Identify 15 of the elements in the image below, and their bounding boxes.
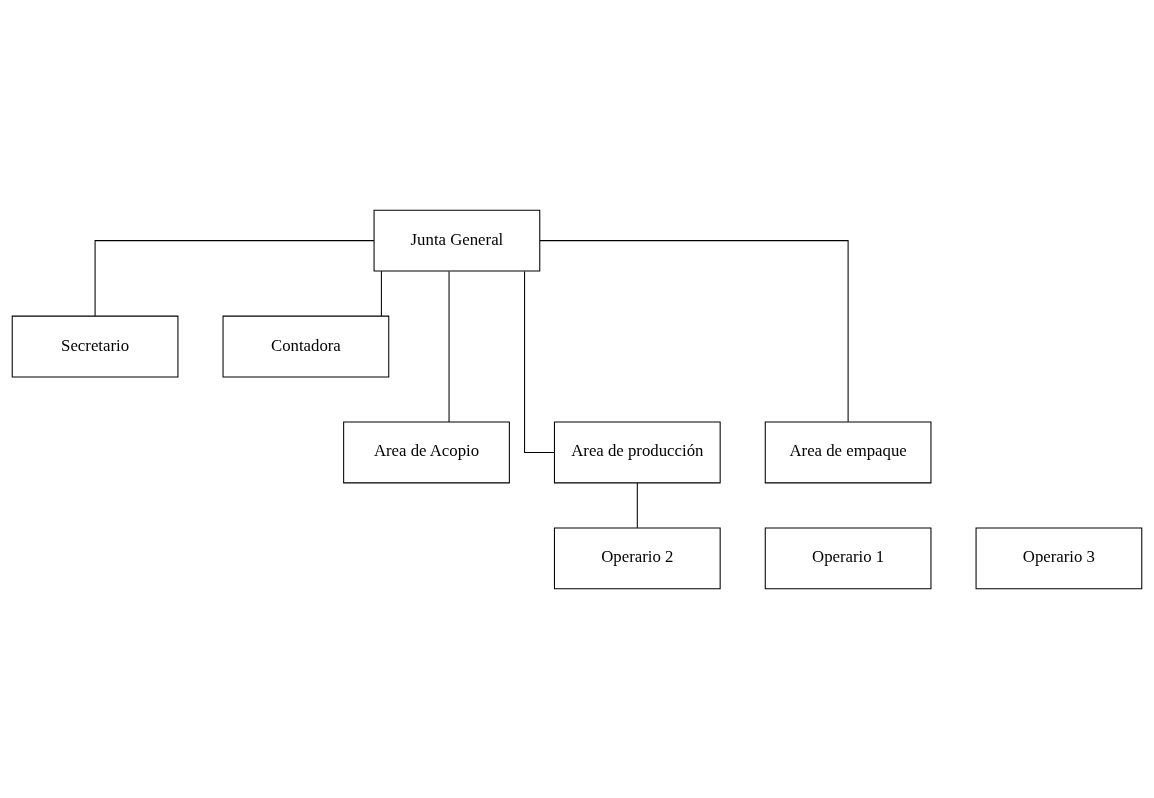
connector [539,239,849,422]
node-box: Operario 3 [975,526,1143,589]
connector [380,270,382,316]
node-box: Area de empaque [764,421,932,483]
node-box: Area de producción [553,421,721,483]
connector [524,270,555,453]
connector [94,239,375,316]
node-box: Operario 2 [553,526,721,589]
node-box: Contadora [222,315,390,377]
node-box: Secretario [11,315,179,377]
node-box: Junta General [373,209,541,272]
node-box: Operario 1 [764,526,932,589]
connector [636,482,638,528]
node-box: Area de Acopio [343,421,510,483]
connector [448,270,450,422]
